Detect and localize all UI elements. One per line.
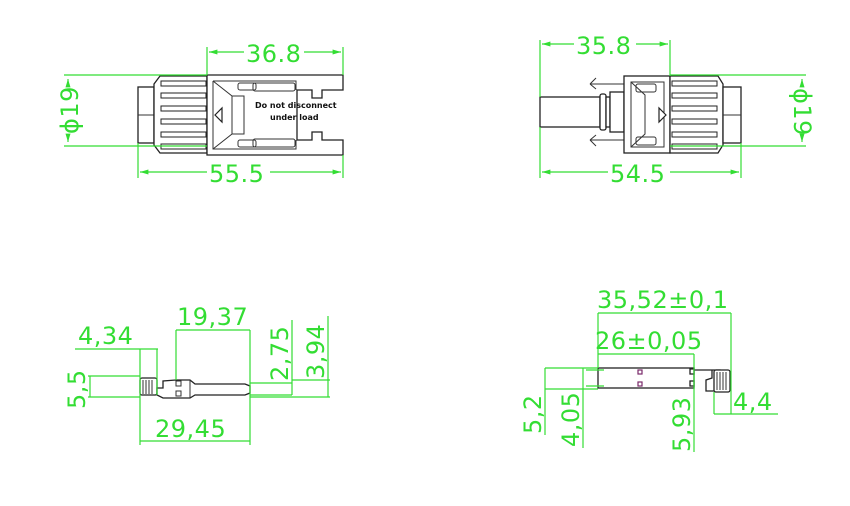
female-contact-socket-view: 35,52±0,1 26±0,05 5,2 4,05 5,93 4,4 (519, 286, 778, 452)
warning-triangle-icon (214, 106, 223, 124)
dim-inner-height: 4,05 (557, 392, 585, 447)
warning-triangle-icon (658, 106, 667, 124)
dim-total-length: 54.5 (610, 160, 665, 188)
dim-total-length: 55.5 (209, 160, 264, 188)
locking-nut (153, 75, 208, 154)
dim-diameter: ϕ19 (788, 88, 816, 136)
warning-label-line2: under load (270, 113, 319, 122)
male-connector-dimensions: 36.8 55.5 ϕ19 (56, 40, 344, 188)
female-contact-socket (586, 367, 731, 393)
dim-total-length: 35,52±0,1 (597, 286, 728, 314)
dim-socket-length: 26±0,05 (595, 327, 703, 355)
dim-pin-dia-2: 3,94 (302, 324, 330, 379)
dim-body-length: 35.8 (576, 32, 631, 60)
dim-outer-height: 5,2 (519, 394, 547, 434)
dim-body-length: 36.8 (246, 40, 301, 68)
dim-pin-dia-1: 2,75 (266, 326, 294, 381)
male-connector-view: Do not disconnect under load 36.8 55.5 ϕ… (56, 40, 344, 188)
dim-pin-length: 19,37 (177, 303, 248, 331)
crimp-barrel (713, 369, 731, 393)
male-contact-pin-dimensions: 4,34 19,37 29,45 5,5 2,75 3,94 (63, 303, 330, 445)
dim-crimp-width: 4,4 (733, 388, 773, 416)
dim-total-length: 29,45 (155, 415, 226, 443)
socket-body (597, 367, 695, 389)
female-connector-dimensions: 35.8 54.5 ϕ19 (539, 32, 816, 188)
female-connector-view: 35.8 54.5 ϕ19 (539, 32, 816, 188)
male-connector-body: Do not disconnect under load (137, 74, 344, 156)
male-contact-pin-view: 4,34 19,37 29,45 5,5 2,75 3,94 (63, 303, 330, 445)
locking-nut (669, 75, 724, 154)
dim-crimp-length: 4,34 (78, 322, 133, 350)
female-connector-body (539, 75, 742, 154)
dim-diameter: ϕ19 (56, 86, 84, 134)
socket-sleeve (539, 96, 601, 128)
pin-body (156, 379, 251, 399)
connector-housing (206, 74, 344, 156)
female-contact-socket-dimensions: 35,52±0,1 26±0,05 5,2 4,05 5,93 4,4 (519, 286, 778, 452)
warning-label-line1: Do not disconnect (255, 101, 337, 110)
dim-shoulder: 5,93 (668, 397, 696, 452)
dim-crimp-height: 5,5 (63, 369, 91, 409)
